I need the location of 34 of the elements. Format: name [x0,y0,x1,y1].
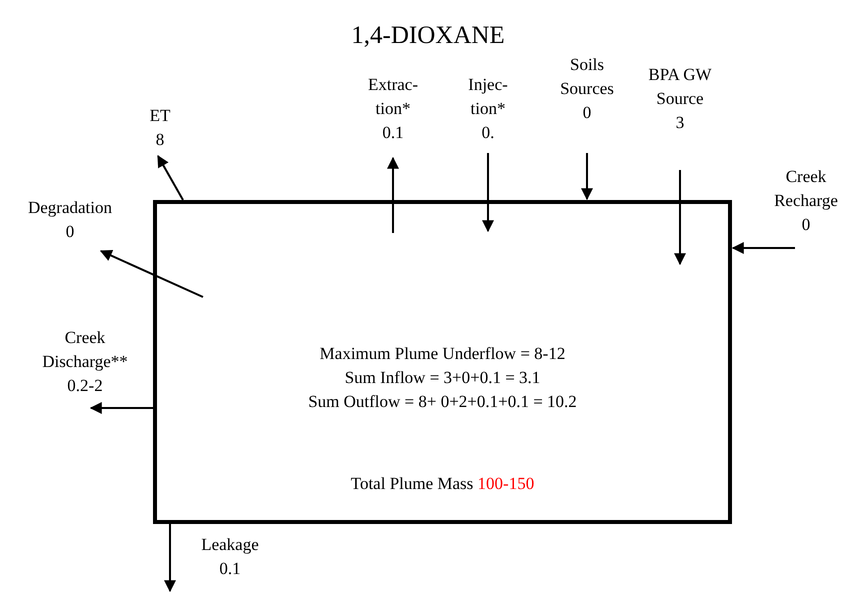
flux-name: Soils Sources [559,54,615,100]
flux-value: 0 [582,102,592,124]
flux-name: ET [150,105,170,127]
mass-text: Total Plume Mass [350,474,474,493]
flux-name: Creek Discharge** [41,327,129,373]
flux-name: Leakage [201,534,259,556]
balance-text: Sum Inflow = 3+0+0.1 = 3.1 [344,368,542,388]
flux-name: Degradation [28,197,112,219]
flux-value: 0.1 [219,558,241,580]
flux-arrow [90,402,153,414]
flux-arrow [482,153,494,232]
flux-name: BPA GW Source [647,64,713,110]
flux-arrow [164,524,176,592]
flux-value: 0 [66,221,74,243]
flux-value: 0. [482,122,494,144]
flux-value: 8 [156,129,164,151]
flux-arrow [387,156,399,233]
flux-value: 0 [802,214,810,236]
balance-text: Sum Outflow = 8+ 0+2+0.1+0.1 = 10.2 [307,392,578,412]
flux-arrow [581,153,593,200]
flux-name: Creek Recharge [773,166,839,212]
mass-value: 100-150 [478,474,534,493]
flux-value: 3 [676,112,684,134]
flux-name: Extrac- tion* [366,74,420,120]
flux-arrow [100,250,204,298]
flux-name: Injec- tion* [467,74,509,120]
plume-box [153,200,732,524]
flux-arrow [674,170,686,266]
flux-value: 0.2-2 [67,375,103,397]
flux-arrow [732,242,795,254]
flux-value: 0.1 [382,122,404,144]
diagram-title: 1,4-DIOXANE [350,22,506,50]
balance-text: Maximum Plume Underflow = 8-12 [318,344,566,364]
flux-arrow [157,154,184,200]
